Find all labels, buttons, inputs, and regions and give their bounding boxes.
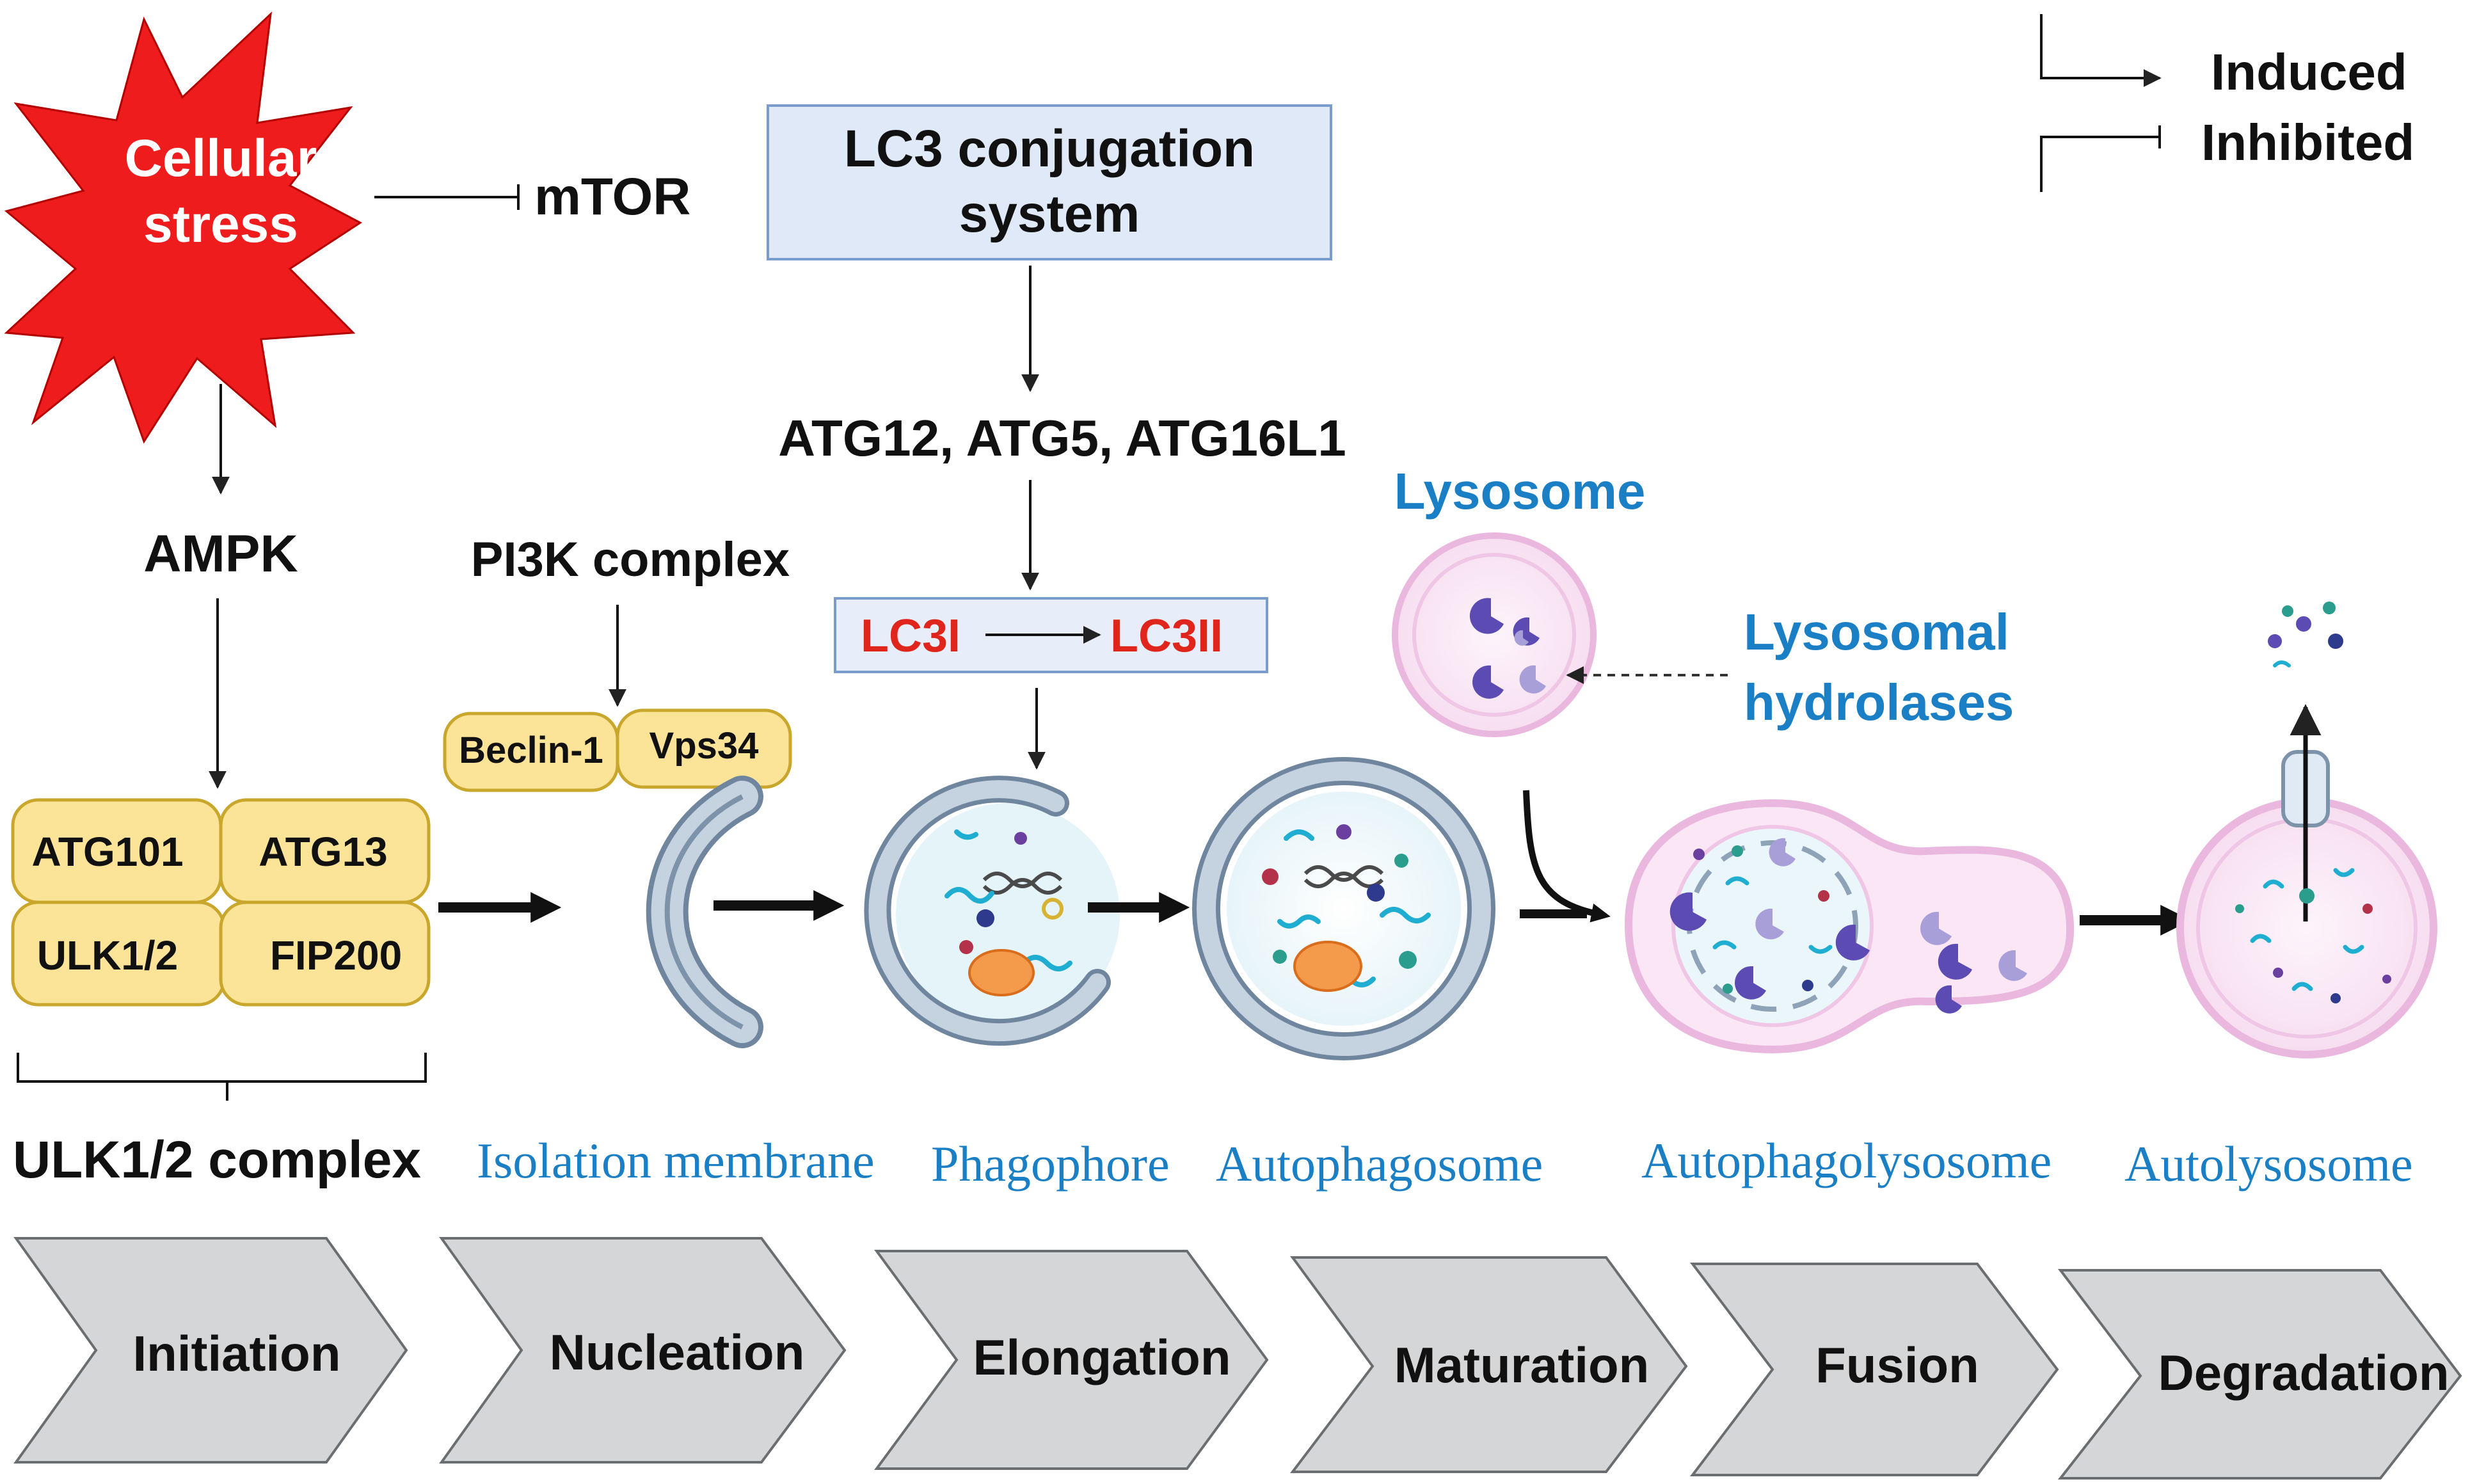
legend-inhibited-label: Inhibited	[2201, 114, 2414, 171]
ampk-label: AMPK	[143, 525, 298, 583]
stage-degradation-label: Degradation	[2158, 1344, 2449, 1401]
vps34-box	[616, 708, 792, 789]
stage-fusion-label: Fusion	[1815, 1337, 1979, 1393]
legend-inhibited-symbol	[2040, 125, 2161, 192]
lc3-conjugation-system: LC3 conjugation system	[767, 104, 1332, 260]
lysosomal-hydrolases-label-line2: hydrolases	[1744, 674, 2014, 731]
mtor-label: mTOR	[534, 168, 691, 226]
stage-fusion-chevron	[1689, 1263, 2059, 1476]
autophagolysosome-structure	[1624, 799, 2075, 1054]
ulk-complex: ATG101 ATG13 ULK1/2 FIP200 ULK1/2 comple…	[11, 798, 431, 1189]
fip200-label: FIP200	[270, 932, 402, 978]
lc3-conjugation-box	[767, 104, 1332, 260]
lc3-processing: LC3I LC3II	[834, 597, 1268, 673]
lc3i-label: LC3I	[861, 610, 960, 662]
stage-degradation-chevron	[2057, 1269, 2462, 1480]
isolation-membrane-label: Isolation membrane	[477, 1133, 875, 1188]
lc3-conjugation-label-line2: system	[959, 185, 1140, 243]
lysosome-structure	[1392, 532, 1597, 737]
stage-nucleation-chevron	[439, 1237, 847, 1464]
stage-initiation-chevron	[13, 1237, 408, 1464]
stage-nucleation-label: Nucleation	[550, 1324, 805, 1380]
cellular-stress-node: Cellular stress	[4, 12, 362, 444]
phagophore-structure	[864, 776, 1120, 1046]
autophagosome-label: Autophagosome	[1216, 1136, 1543, 1192]
autophagolysosome-label: Autophagolysosome	[1641, 1133, 2052, 1188]
autolysosome-structure	[2176, 602, 2437, 1058]
autolysosome-label: Autolysosome	[2124, 1136, 2413, 1192]
stage-initiation-label: Initiation	[133, 1325, 341, 1382]
atg13-label: ATG13	[259, 829, 388, 875]
isolation-membrane-structure	[646, 776, 763, 1048]
vps34-label: Vps34	[649, 725, 759, 767]
pi3k-complex-label: PI3K complex	[471, 532, 790, 587]
phagophore-label: Phagophore	[931, 1136, 1170, 1192]
ulk12-label: ULK1/2	[37, 932, 179, 978]
beclin1-label: Beclin-1	[459, 730, 603, 771]
lysosome-label: Lysosome	[1394, 463, 1646, 520]
stage-maturation-label: Maturation	[1394, 1337, 1650, 1393]
pi3k-complex: Beclin-1 Vps34	[443, 708, 792, 792]
cellular-stress-label-line1: Cellular	[125, 129, 317, 187]
lc3-conjugation-label-line1: LC3 conjugation	[844, 120, 1255, 178]
ulk-complex-label: ULK1/2 complex	[13, 1131, 421, 1189]
stage-elongation-chevron	[874, 1250, 1269, 1470]
stress-burst-shape	[4, 12, 362, 444]
maturation-to-fusion-arrow	[1523, 790, 1611, 923]
lysosomal-hydrolases-label-line1: Lysosomal	[1744, 603, 2009, 660]
stress-inhibits-mtor-line	[374, 184, 520, 210]
stage-maturation-chevron	[1289, 1256, 1688, 1473]
atg101-label: ATG101	[31, 829, 183, 875]
ulk-complex-bracket	[17, 1053, 427, 1101]
stage-elongation-label: Elongation	[973, 1329, 1231, 1385]
lc3ii-label: LC3II	[1110, 610, 1223, 662]
legend-induced-arrow	[2040, 14, 2162, 87]
fip200-box	[219, 900, 431, 1007]
atg-group-label: ATG12, ATG5, ATG16L1	[778, 410, 1346, 467]
legend: Induced Inhibited	[2040, 14, 2414, 192]
autophagosome-structure	[1192, 757, 1495, 1060]
stage-chevrons: Initiation Nucleation Elongation Maturat…	[13, 1237, 2462, 1480]
legend-induced-label: Induced	[2211, 44, 2407, 100]
cellular-stress-label-line2: stress	[143, 195, 298, 253]
